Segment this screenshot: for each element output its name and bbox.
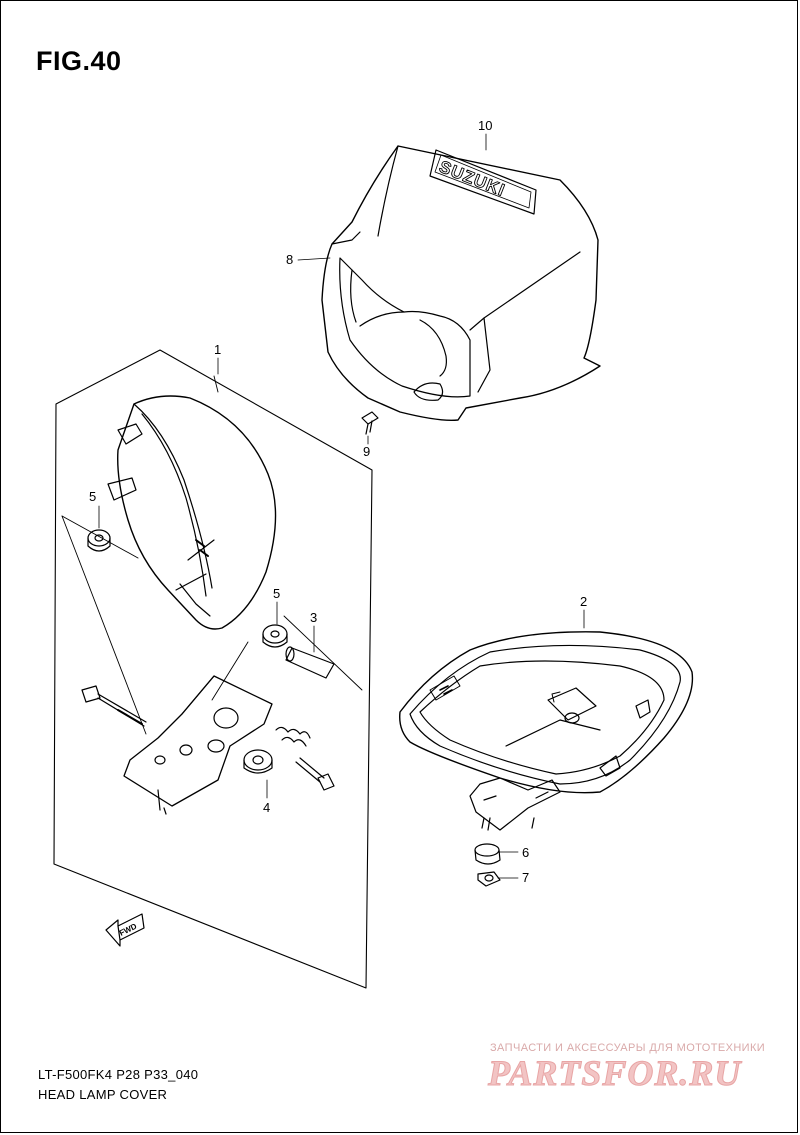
figure-title: FIG.40 bbox=[36, 46, 122, 76]
callout-6: 6 bbox=[522, 845, 529, 860]
headlamp-housing-part-1[interactable] bbox=[107, 395, 277, 630]
suzuki-logo: SUZUKI bbox=[437, 157, 508, 200]
mounting-bracket[interactable] bbox=[123, 675, 273, 815]
callout-5a: 5 bbox=[89, 489, 96, 504]
screw-part-9[interactable] bbox=[361, 411, 379, 435]
assembly-box-part-1 bbox=[53, 349, 373, 989]
lower-cover-part-2[interactable] bbox=[399, 631, 694, 831]
callout-1: 1 bbox=[214, 342, 221, 357]
callout-9: 9 bbox=[363, 444, 370, 459]
callout-2: 2 bbox=[580, 594, 587, 609]
headlamp-cover-part-8[interactable]: SUZUKI bbox=[321, 145, 601, 422]
fwd-arrow-icon: FWD bbox=[105, 913, 145, 947]
callout-10: 10 bbox=[478, 118, 492, 133]
watermark-logo: PARTSFOR.RU bbox=[487, 1053, 742, 1094]
adjuster-screw[interactable] bbox=[275, 726, 335, 791]
collar-part-3[interactable] bbox=[285, 646, 335, 679]
nut-part-7[interactable] bbox=[477, 871, 501, 887]
bolt-left[interactable] bbox=[81, 685, 147, 727]
nut-part-4[interactable] bbox=[243, 749, 273, 774]
watermark-tagline: ЗАПЧАСТИ И АКСЕССУАРЫ ДЛЯ МОТОТЕХНИКИ bbox=[490, 1042, 766, 1054]
guide-lines bbox=[61, 375, 363, 735]
grommet-part-6[interactable] bbox=[474, 843, 501, 865]
callout-8: 8 bbox=[286, 252, 293, 267]
callout-4: 4 bbox=[263, 800, 270, 815]
leader-lines bbox=[98, 133, 585, 879]
figure-name: HEAD LAMP COVER bbox=[38, 1087, 168, 1102]
figure-code: LT-F500FK4 P28 P33_040 bbox=[38, 1067, 199, 1082]
callout-5b: 5 bbox=[273, 586, 280, 601]
callout-7: 7 bbox=[522, 870, 529, 885]
grommet-part-5b[interactable] bbox=[262, 624, 288, 648]
grommet-part-5a[interactable] bbox=[87, 529, 111, 552]
callout-3: 3 bbox=[310, 610, 317, 625]
